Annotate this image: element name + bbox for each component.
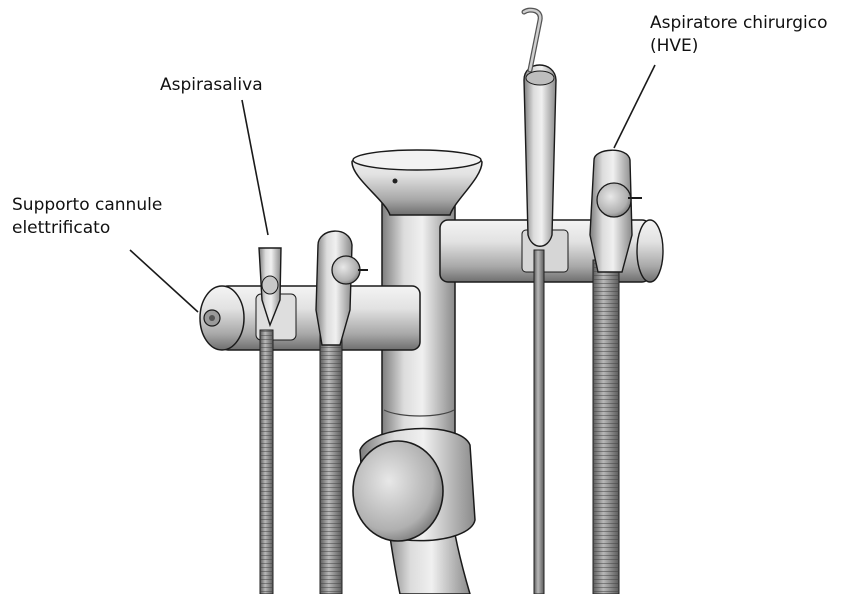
callout-saliva-ejector-text: Aspirasaliva xyxy=(160,75,263,95)
callout-cannula-holder: Supporto cannule elettrificato xyxy=(12,194,162,240)
saliva-ejector xyxy=(259,248,281,594)
surgical-aspirator-hve xyxy=(590,150,642,594)
air-water-syringe xyxy=(524,10,556,594)
callout-cannula-holder-line2: elettrificato xyxy=(12,217,162,240)
callout-surgical-aspirator-line2: (HVE) xyxy=(650,35,828,58)
leader-surgical-aspirator xyxy=(614,65,655,148)
left-holder-bar xyxy=(200,286,420,350)
callout-surgical-aspirator-line1: Aspiratore chirurgico xyxy=(650,12,828,35)
leader-saliva-ejector xyxy=(242,100,268,235)
leader-cannula-holder xyxy=(130,250,198,312)
pivot-joint xyxy=(353,429,475,541)
callout-saliva-ejector: Aspirasaliva xyxy=(160,74,263,97)
callout-surgical-aspirator: Aspiratore chirurgico (HVE) xyxy=(650,12,828,58)
callout-cannula-holder-line1: Supporto cannule xyxy=(12,194,162,217)
